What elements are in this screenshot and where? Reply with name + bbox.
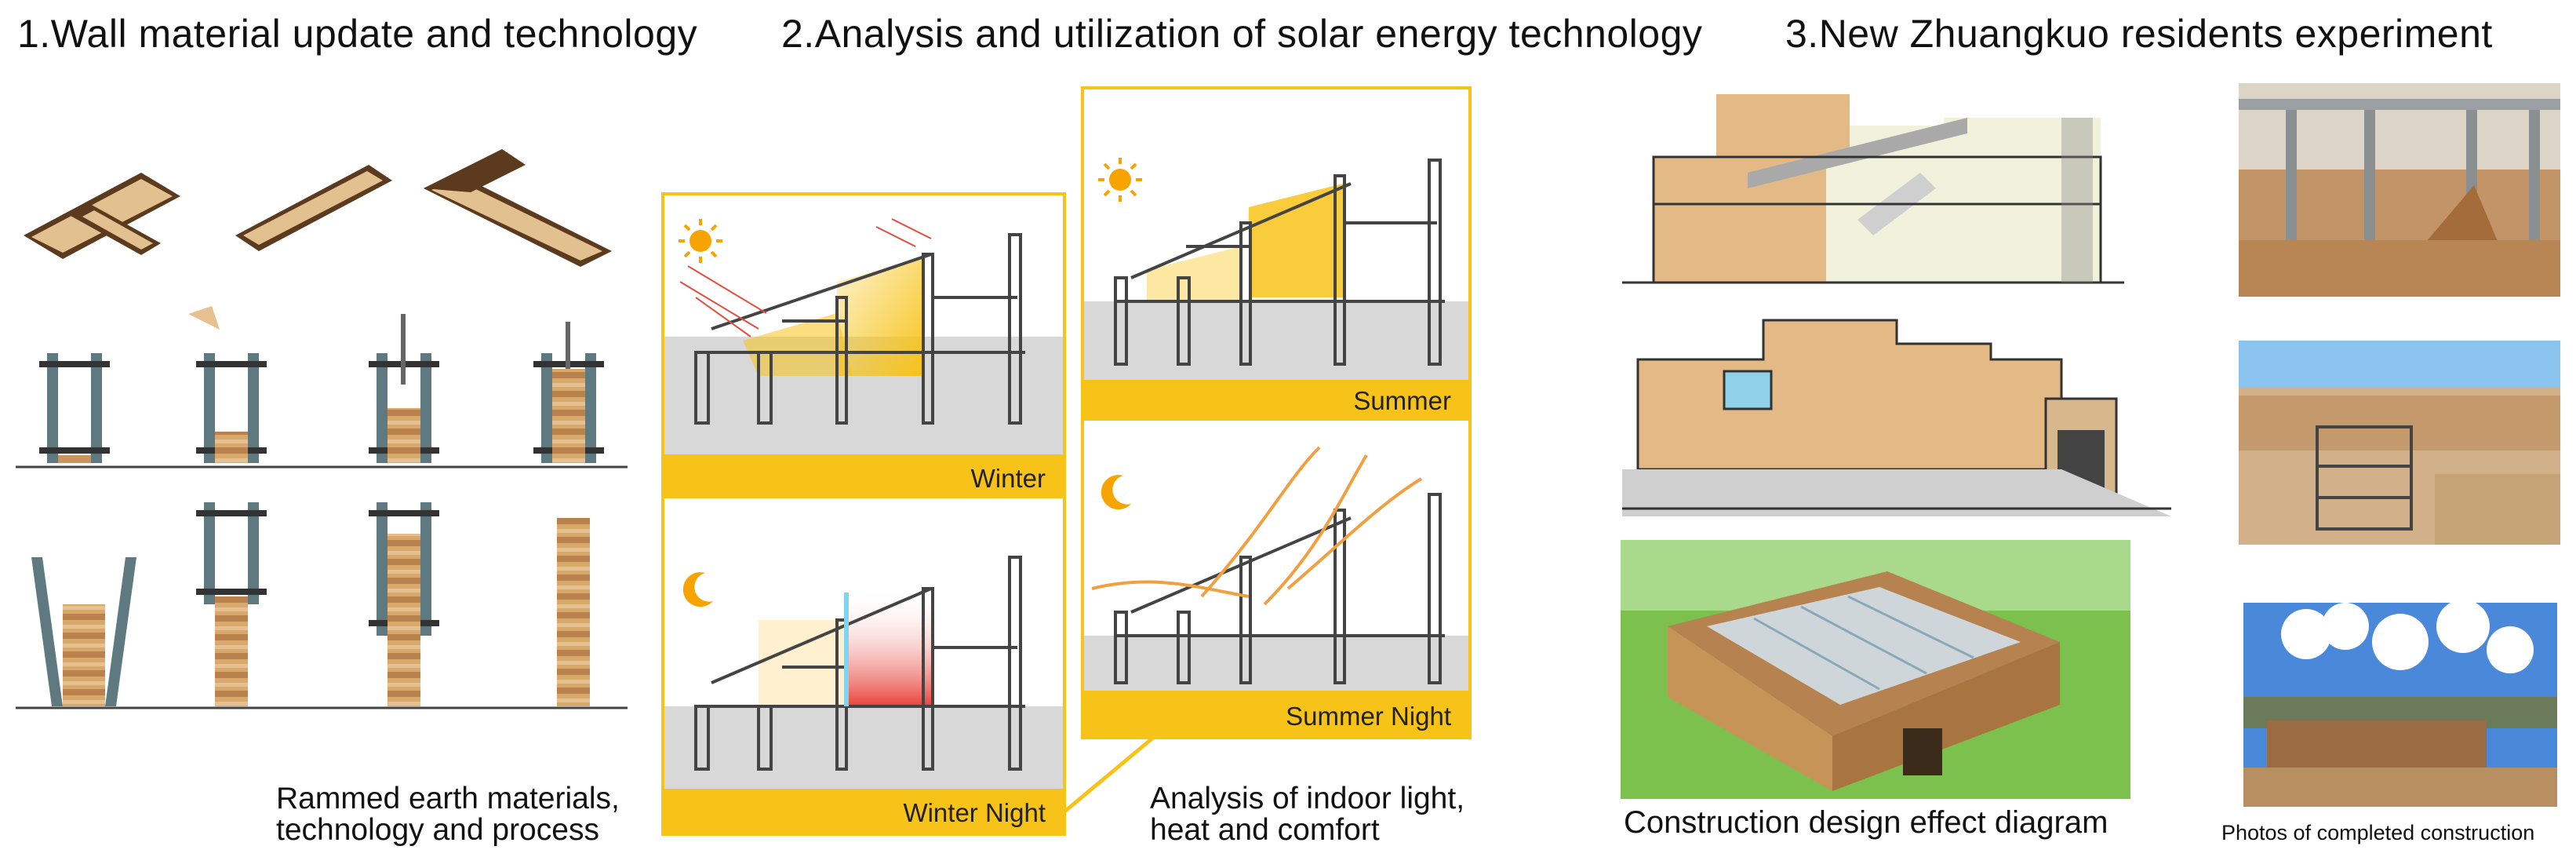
caption-indoor-line-2: heat and comfort xyxy=(1150,813,1380,847)
heading-wall-material: 1.Wall material update and technology xyxy=(17,12,698,56)
caption-construction-design: Construction design effect diagram xyxy=(1624,805,2108,840)
solar-panel-summer-night xyxy=(1084,446,1468,691)
label-winter: Winter xyxy=(970,464,1046,493)
wall-stage-1 xyxy=(39,353,110,463)
moon-icon xyxy=(1101,475,1131,510)
solar-panel-summer xyxy=(1084,158,1468,380)
wall-stage-4 xyxy=(533,322,604,463)
label-winter-night: Winter Night xyxy=(903,798,1046,827)
formwork-l-shape xyxy=(424,149,612,267)
heading-residents-experiment: 3.New Zhuangkuo residents experiment xyxy=(1785,12,2493,56)
wall-stage-2 xyxy=(188,306,267,463)
wall-stage-5 xyxy=(31,557,136,706)
formwork-t-shape xyxy=(24,173,180,259)
caption-indoor-analysis: Analysis of indoor light, heat and comfo… xyxy=(1150,783,1464,846)
winter-band: Winter xyxy=(664,454,1063,498)
solar-panel-winter xyxy=(664,218,1063,454)
construction-photo-2 xyxy=(2239,341,2560,545)
caption-rammed-line-2: technology and process xyxy=(276,813,599,847)
summer-night-band: Summer Night xyxy=(1084,691,1468,736)
solar-panel-winter-night xyxy=(664,556,1063,789)
winter-panels-frame xyxy=(661,192,1066,836)
construction-photo-3 xyxy=(2243,603,2557,807)
caption-rammed-earth: Rammed earth materials, technology and p… xyxy=(276,783,620,846)
wall-stage-7 xyxy=(369,502,439,706)
moon-icon xyxy=(682,572,713,607)
caption-rammed-line-1: Rammed earth materials, xyxy=(276,782,620,815)
wall-material-diagram xyxy=(16,149,628,709)
construction-rendering xyxy=(1621,540,2130,799)
summer-band: Summer xyxy=(1084,380,1468,421)
building-elevation-drawing xyxy=(1622,319,2171,516)
wall-stage-3 xyxy=(369,314,439,463)
winter-night-band: Winter Night xyxy=(664,789,1063,833)
summer-panels-frame xyxy=(1081,86,1472,739)
caption-completed-photos: Photos of completed construction xyxy=(2221,821,2535,844)
building-section-drawing xyxy=(1622,94,2124,284)
wall-stage-6 xyxy=(196,502,267,706)
wall-stage-8 xyxy=(557,518,590,706)
sun-icon xyxy=(1098,158,1142,202)
panel-connector xyxy=(1057,736,1155,818)
label-summer: Summer xyxy=(1353,386,1451,415)
construction-photo-1 xyxy=(2239,83,2560,297)
sun-icon xyxy=(679,219,722,263)
label-summer-night: Summer Night xyxy=(1286,702,1451,731)
formwork-straight xyxy=(235,165,392,251)
caption-indoor-line-1: Analysis of indoor light, xyxy=(1150,782,1465,815)
heading-solar-energy: 2.Analysis and utilization of solar ener… xyxy=(781,12,1703,56)
